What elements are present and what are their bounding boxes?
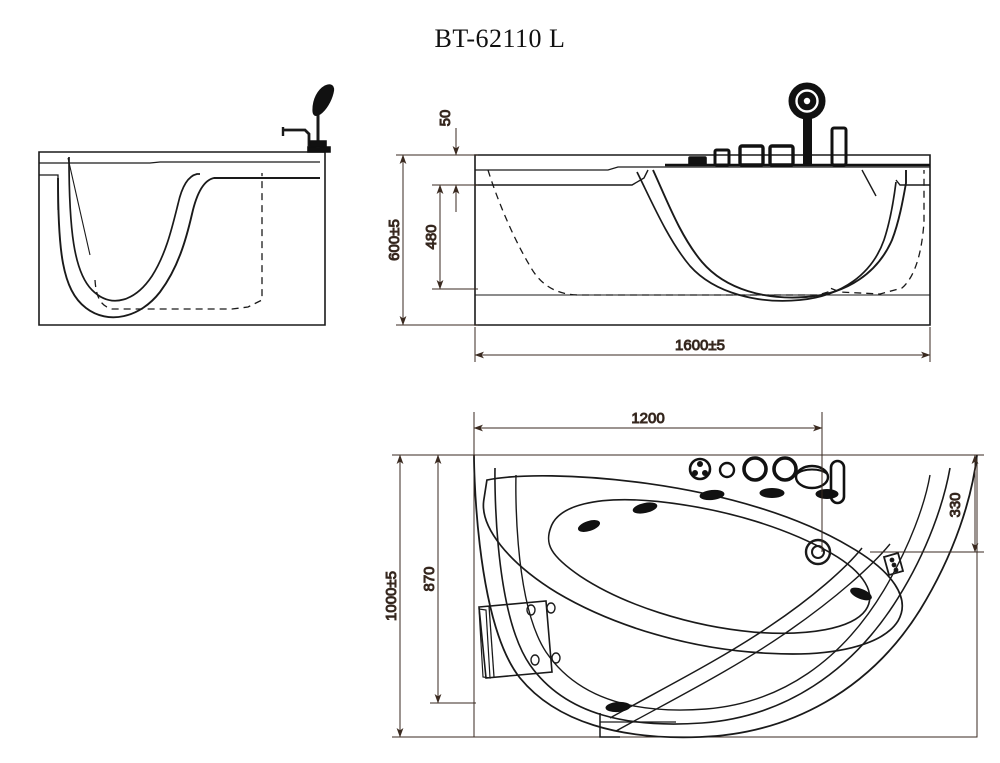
plan-waterfall-spout-icon [794, 464, 830, 490]
front-left-rim-shoulder [475, 169, 649, 186]
plan-control-panel-btn [891, 562, 897, 568]
side-elevation-view [38, 84, 335, 326]
plan-jet-slot [632, 502, 658, 514]
top-plan-view [473, 454, 978, 739]
plan-jet-nozzle [546, 602, 556, 614]
plan-pillow-body [478, 600, 553, 679]
front-basin-outer-curve [652, 169, 907, 299]
side-basin-inner-curve [68, 156, 200, 302]
front-spout-icon [830, 126, 848, 167]
plan-side-control-panel [882, 551, 905, 577]
dim-label-480: 480 [423, 224, 440, 249]
plan-air-jet-control-icon [688, 457, 712, 481]
plan-deck-controls [688, 456, 846, 505]
side-handheld-shower-icon [312, 84, 335, 116]
side-rim-step [39, 174, 59, 210]
plan-shower-holder-icon [829, 459, 846, 505]
plan-control-panel-btn [889, 557, 895, 563]
dim-label-1200: 1200 [631, 410, 664, 427]
plan-tub-deck-line [515, 474, 931, 711]
front-elevation-view [474, 82, 931, 326]
dim-label-600: 600±5 [386, 219, 403, 261]
plan-small-button-icon [718, 461, 736, 479]
front-shower-riser [803, 118, 812, 165]
side-tub-rim-line [39, 161, 320, 164]
side-basin-outer-curve [57, 177, 320, 319]
front-tub-outer-shell [474, 154, 931, 326]
front-hidden-bottom-outline [487, 169, 925, 296]
plan-seat-sweep-2 [615, 543, 891, 732]
front-shower-head-inner [795, 89, 819, 113]
front-shower-arm-taper [803, 118, 812, 128]
plan-jet-slot [815, 489, 839, 499]
side-hidden-bottom-outline [94, 173, 263, 310]
front-basin-inner-curve [636, 171, 897, 302]
side-tub-outer-shell [38, 151, 326, 326]
plan-jet-nozzle [526, 604, 536, 616]
dim-label-870: 870 [421, 566, 438, 591]
dim-label-50: 50 [437, 110, 454, 127]
plan-jet-nozzle [530, 654, 540, 666]
front-deck-hardware [688, 82, 848, 167]
plan-jet-nozzle [551, 652, 561, 664]
plan-back-jets [526, 602, 561, 666]
plan-basin-inner [547, 498, 871, 635]
plan-mixer-valve-2-icon [772, 456, 798, 482]
front-tub-rim-line [475, 166, 930, 171]
side-seat-crease [67, 157, 91, 256]
plan-drain-inner-ring [811, 545, 825, 559]
plan-headrest-pillow [478, 600, 553, 679]
dim-label-1000: 1000±5 [383, 571, 400, 621]
plan-bottom-apron [599, 713, 620, 738]
front-control-button-2 [713, 148, 731, 167]
plan-view-dimensions: 1200 1000±5 870 330 [383, 410, 984, 738]
plan-drain-outer-ring [804, 538, 832, 566]
side-shower-collar [309, 140, 327, 148]
plan-air-jet-blades [692, 461, 708, 476]
page-title: BT-62110 L [434, 24, 566, 53]
plan-spout-cap-line [796, 468, 828, 475]
plan-control-panel-btn [893, 567, 899, 573]
plan-jet-slot [759, 488, 785, 498]
plan-basin-outer [482, 474, 903, 655]
plan-bounding-box [473, 454, 978, 738]
plan-seat-sweep [609, 547, 863, 719]
plan-control-panel-body [882, 551, 905, 577]
front-view-dimensions: 600±5 480 50 1600±5 [386, 109, 931, 362]
front-right-rim-shoulder [895, 179, 930, 186]
plan-massage-jets [577, 488, 872, 713]
side-faucet-assembly [281, 84, 335, 153]
plan-pillow-fold [488, 605, 495, 678]
plan-jet-slot [577, 520, 601, 532]
plan-drain [804, 538, 832, 566]
plan-pillow-edge [478, 608, 491, 679]
front-deck-diagonal [861, 169, 877, 197]
dim-label-1600: 1600±5 [675, 337, 725, 354]
front-shower-head-center [803, 97, 811, 105]
plan-tub-rim-inner-band [494, 467, 951, 725]
plan-tub-outer-rim [473, 454, 978, 739]
plan-mixer-valve-1-icon [742, 456, 768, 482]
dim-label-330: 330 [947, 492, 964, 517]
side-faucet-spout-arm [283, 128, 311, 147]
plan-jet-slot [605, 701, 631, 713]
plan-jet-slot [850, 587, 872, 601]
plan-jet-slot [699, 489, 725, 501]
